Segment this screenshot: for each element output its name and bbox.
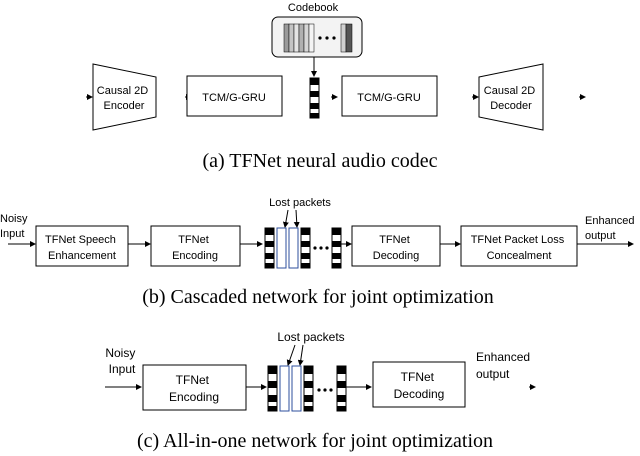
codebook-entry [283, 23, 290, 53]
decoder-label-line2: Decoder [490, 100, 532, 112]
enc-b-line2: Encoding [172, 250, 218, 262]
noisy-input-b-line2: Input [0, 228, 24, 240]
packet [267, 365, 278, 412]
packet [331, 227, 342, 269]
tcm2-label: TCM/G-GRU [357, 92, 421, 104]
lost-packet [276, 227, 287, 269]
noisy-input-c-line1: Noisy [105, 346, 135, 360]
output-b-line1: Enhanced [585, 215, 635, 227]
codebook-label: Codebook [288, 2, 339, 14]
tfnet-speech-enhancement-box [35, 225, 129, 267]
dec-b-line1: TFNet [379, 234, 410, 246]
ellipsis-dot [318, 36, 322, 40]
enc-label-b: TFNet Encoding [172, 234, 218, 262]
codebook-entry [303, 23, 310, 53]
decoder-label-line1: Causal 2D [484, 85, 535, 97]
enhanced-output-label-b: Enhanced output [585, 215, 638, 242]
tfnet-decoding-box-c [372, 361, 466, 408]
tcm-g-gru-1 [186, 75, 283, 117]
packet [300, 227, 311, 269]
enc-c-line2: Encoding [169, 390, 219, 404]
decoder-label: Causal 2D Decoder [484, 85, 538, 112]
codebook-entry [345, 23, 353, 53]
plc-label-line1: TFNet Packet Loss [471, 234, 565, 246]
tfnet-plc-box [460, 225, 578, 267]
tfnet-encoding-box-c [142, 364, 247, 411]
noisy-input-c-line2: Input [109, 362, 136, 376]
codebook-entry [288, 23, 295, 53]
dec-c-line1: TFNet [401, 370, 435, 384]
output-c-line2: output [476, 367, 510, 381]
codebook-entries [283, 23, 353, 53]
packet [264, 227, 275, 269]
dec-label-b: TFNet Decoding [373, 234, 419, 262]
dec-b-line2: Decoding [373, 250, 419, 262]
tcm-g-gru-2 [341, 75, 438, 117]
enc-c-line1: TFNet [176, 373, 210, 387]
packet-stream-b [264, 227, 342, 269]
output-c-line1: Enhanced [476, 350, 530, 364]
lost-packet [288, 227, 299, 269]
ellipsis-dot [317, 388, 321, 392]
packet [336, 365, 347, 412]
ellipsis-dot [325, 246, 329, 250]
caption-a: (a) TFNet neural audio codec [202, 150, 437, 172]
tfnet-encoding-box-b [150, 225, 241, 267]
tfnet-decoding-box-b [351, 225, 441, 267]
packet [303, 365, 314, 412]
noisy-input-label-b: Noisy Input [0, 213, 31, 240]
causal-2d-decoder [478, 63, 544, 131]
ellipsis-dot [319, 246, 323, 250]
se-label-line2: Enhancement [48, 250, 116, 262]
output-b-line2: output [585, 230, 616, 242]
diagram-b: Noisy Input TFNet Speech Enhancement TFN… [0, 197, 638, 308]
ellipsis-dot [332, 36, 336, 40]
se-label: TFNet Speech Enhancement [45, 234, 119, 262]
diagram-c: Noisy Input TFNet Encoding Lost packets [105, 330, 536, 452]
codebook-entry [340, 23, 347, 53]
ellipsis-dot [325, 36, 329, 40]
lost-packets-label-b: Lost packets [269, 197, 331, 209]
encoder-label-line1: Causal 2D [97, 85, 148, 97]
lost-arrow-c1 [286, 344, 296, 366]
encoder-label: Causal 2D Encoder [97, 85, 151, 112]
caption-c: (c) All-in-one network for joint optimiz… [137, 430, 493, 452]
ellipsis-dot [329, 388, 333, 392]
lost-arrow-b2 [293, 209, 300, 228]
packet-stream-c [267, 365, 347, 412]
codebook-entry [308, 23, 315, 53]
dec-c-line2: Decoding [394, 387, 445, 401]
ellipsis-dot [323, 388, 327, 392]
lost-packets-label-c: Lost packets [277, 330, 344, 344]
enc-b-line1: TFNet [178, 234, 209, 246]
enc-label-c: TFNet Encoding [169, 373, 219, 404]
ellipsis-dot [313, 246, 317, 250]
lost-packet [279, 365, 290, 412]
dec-label-c: TFNet Decoding [394, 370, 445, 401]
diagram-a: Codebook Causal 2D Encoder TCM/G-GRU [86, 2, 586, 172]
encoder-label-line2: Encoder [104, 100, 145, 112]
noisy-input-label-c: Noisy Input [105, 346, 138, 376]
lost-packet [291, 365, 302, 412]
codebook-entry [293, 23, 300, 53]
noisy-input-b-line1: Noisy [0, 213, 28, 225]
lost-arrow-b1 [282, 209, 289, 228]
enhanced-output-label-c: Enhanced output [476, 350, 533, 381]
latent-code [309, 77, 320, 119]
causal-2d-encoder [92, 63, 157, 131]
caption-b: (b) Cascaded network for joint optimizat… [142, 286, 494, 308]
plc-label: TFNet Packet Loss Concealment [471, 234, 568, 262]
se-label-line1: TFNet Speech [45, 234, 116, 246]
codebook-entry [298, 23, 305, 53]
plc-label-line2: Concealment [487, 250, 552, 262]
lost-arrow-c2 [297, 344, 304, 366]
tcm1-label: TCM/G-GRU [202, 92, 266, 104]
